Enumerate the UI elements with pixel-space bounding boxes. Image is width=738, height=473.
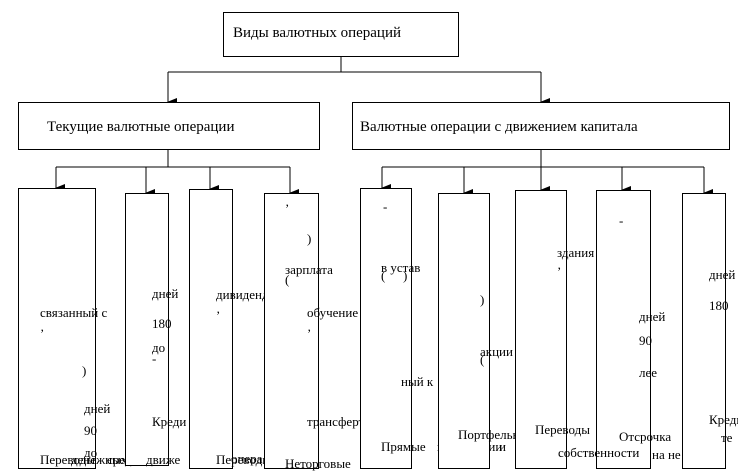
fragment: ( [480,352,485,367]
current-ops-label: Текущие валютные операции [47,119,235,135]
fragment: дивиденды [216,287,278,302]
fragment: ) [403,268,408,283]
capital-child-4: - дней 90 лее собственности Отсрочка на … [558,190,681,469]
fragment: ‚ [285,194,290,209]
current-child-4: ‚ ) зарплата ( обучение ‚ трансферты Нет… [231,193,373,471]
fragment: до [84,445,98,460]
capital-ops-node: Валютные операции с движением капитала [352,102,730,150]
fragment: до [152,340,166,355]
fragment: - [619,213,624,228]
fragment: ( [381,268,386,283]
fragment: Переводы [535,422,590,437]
fragment: дней [84,401,111,416]
capital-ops-label: Валютные операции с движением капитала [360,119,638,135]
root-node: Виды валютных операций [223,12,459,57]
fragment: 90 [84,423,97,438]
fragment: Переводы [40,452,95,467]
capital-child-5: дней 180 Креди те [682,193,738,469]
fragment: те [721,430,733,445]
fragment: Неторговые [285,456,351,471]
fragment: ) [480,292,485,307]
fragment: в устав [381,260,421,275]
fragment: Отсрочка [619,429,672,444]
fragment: Креди [152,414,187,429]
fragment: ный к [401,374,434,389]
fragment: ( [285,272,290,287]
current-child-3: дивиденды ‚ Переводы [189,189,277,469]
fragment: Креди [709,412,738,427]
capital-child-2: ) акции ( Портфельные и [438,193,534,469]
fragment: Переводы [216,452,271,467]
current-child-1: связанный с ‚ ) дней 90 до Переводы дене… [18,188,149,469]
fragment: зарплата [285,262,333,277]
fragment: связанный с [40,305,108,320]
capital-child-3: здания ‚ Переводы [515,190,594,469]
fragment: 180 [709,298,729,313]
fragment: Портфельные [458,427,534,442]
fragment: ‚ [307,319,312,334]
current-ops-node: Текущие валютные операции [18,102,320,150]
fragment: дней [709,267,736,282]
capital-child-1: - в устав ( ) ный к Прямые инвестиции [360,188,502,469]
fragment: движе [146,452,181,467]
fragment: - [152,351,157,366]
fragment: денежных [71,452,128,467]
fragment: и [499,439,506,454]
fragment: ) [82,363,87,378]
current-child-2: дней 180 до - Креди движе [125,193,186,467]
fragment: ‚ [557,257,562,272]
fragment: дней [152,286,179,301]
fragment: дней [639,309,666,324]
fragment: ‚ [40,319,45,334]
fragment: собственности [558,445,640,460]
fragment: на не [652,447,681,462]
fragment: обучение [307,305,359,320]
fragment: Прямые [381,439,426,454]
root-label: Виды валютных операций [233,25,401,41]
fragment: - [383,199,388,214]
fragment: опера [231,451,263,466]
fragment: трансферты [307,414,373,429]
fragment: ‚ [216,301,221,316]
fragment: 180 [152,316,172,331]
fragment: лее [639,365,658,380]
fragment: акции [480,344,513,359]
fragment: здания [557,245,595,260]
fragment: 90 [639,333,652,348]
fragment: ) [307,231,312,246]
